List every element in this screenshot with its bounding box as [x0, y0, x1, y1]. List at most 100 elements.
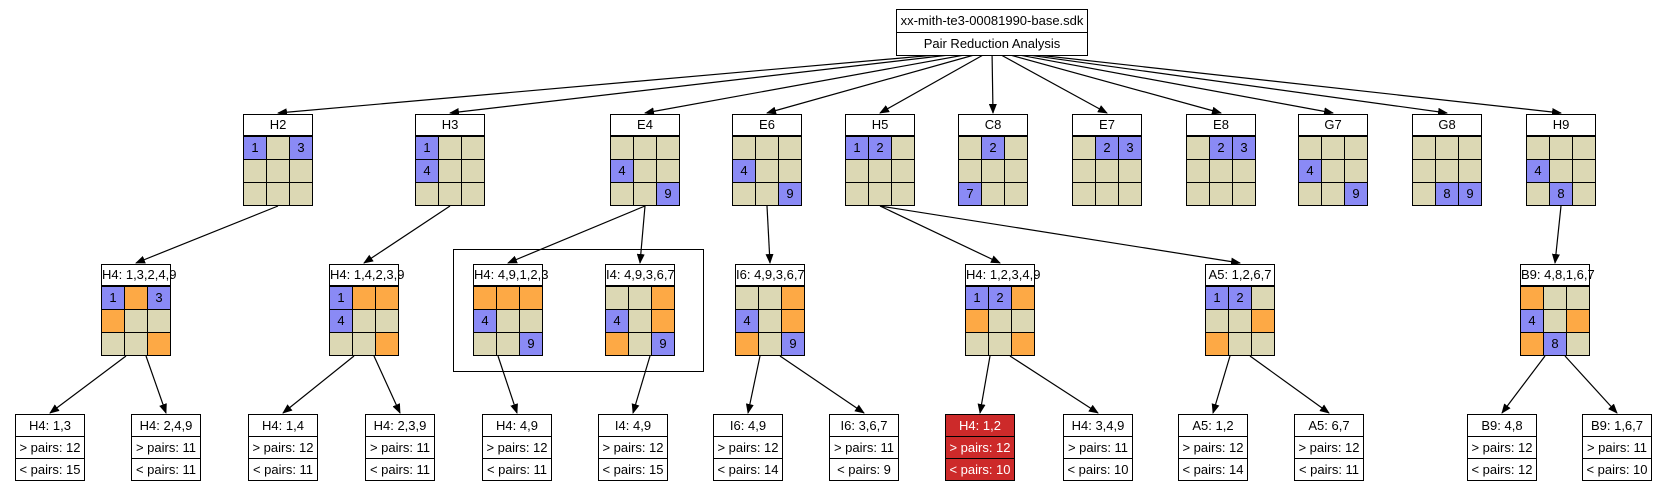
unit-e8-label: E8: [1186, 114, 1256, 136]
grid-cell: [989, 310, 1011, 332]
grid-cell: 2: [982, 137, 1004, 159]
leaf-gt: > pairs: 12: [249, 436, 317, 458]
grid-cell: [989, 333, 1011, 355]
grid-cell: [267, 183, 289, 205]
leaf-title: B9: 1,6,7: [1590, 418, 1644, 433]
leaf-node: H4: 3,4,9> pairs: 11< pairs: 10: [1063, 414, 1133, 481]
root-file-name: xx-mith-te3-00081990-base.sdk: [900, 13, 1084, 28]
unit-h9-label: H9: [1526, 114, 1596, 136]
pair-node-3-label: I4: 4,9,3,6,7: [605, 264, 675, 286]
leaf-node: H4: 1,4> pairs: 12< pairs: 11: [248, 414, 318, 481]
grid-cell: [1544, 310, 1566, 332]
grid-cell: [1521, 287, 1543, 309]
grid-cell: [1413, 183, 1435, 205]
grid-cell: [1187, 160, 1209, 182]
edge-arrow: [1249, 355, 1330, 414]
grid-cell: 1: [416, 137, 438, 159]
grid-cell: [1567, 333, 1589, 355]
leaf-gt: > pairs: 12: [1295, 436, 1363, 458]
leaf-gt: > pairs: 12: [599, 436, 667, 458]
grid-cell: [474, 287, 496, 309]
grid-cell: [756, 183, 778, 205]
grid-cell: [1096, 183, 1118, 205]
grid-cell: [474, 333, 496, 355]
grid-cell: 2: [1210, 137, 1232, 159]
edge-arrow: [991, 49, 1108, 114]
leaf-gt: > pairs: 11: [366, 436, 434, 458]
grid-cell: [1527, 137, 1549, 159]
unit-h2-label: H2: [243, 114, 313, 136]
grid-cell: [1413, 160, 1435, 182]
edge-arrow: [49, 355, 127, 414]
leaf-node: B9: 4,8> pairs: 12< pairs: 12: [1467, 414, 1537, 481]
edge-arrow: [977, 355, 991, 414]
grid-cell: [1206, 333, 1228, 355]
grid-cell: [959, 160, 981, 182]
unit-g8-label: G8: [1412, 114, 1482, 136]
grid-cell: [462, 160, 484, 182]
leaf-lt: < pairs: 10: [946, 458, 1014, 480]
grid-cell: [353, 287, 375, 309]
grid-cell: [1073, 183, 1095, 205]
grid-cell: [629, 333, 651, 355]
grid-cell: [1299, 183, 1321, 205]
leaf-title: A5: 1,2: [1192, 418, 1234, 433]
grid-cell: [1567, 310, 1589, 332]
grid-cell: [1573, 137, 1595, 159]
grid-cell: [869, 183, 891, 205]
edge-arrow: [282, 355, 355, 414]
grid-cell: [1299, 137, 1321, 159]
leaf-lt: < pairs: 11: [366, 458, 434, 480]
edge-arrow: [991, 49, 1334, 116]
edge-arrow: [507, 205, 646, 264]
grid-cell: [759, 287, 781, 309]
edge-arrow: [277, 49, 993, 117]
pair-node-0-label: H4: 1,3,2,4,9: [101, 264, 176, 286]
leaf-gt: > pairs: 12: [714, 436, 782, 458]
grid-cell: [1521, 333, 1543, 355]
grid-cell: [1252, 287, 1274, 309]
edge-arrow: [644, 49, 993, 116]
edge-arrow: [145, 355, 167, 414]
leaf-node: A5: 6,7> pairs: 12< pairs: 11: [1294, 414, 1364, 481]
grid-cell: [102, 333, 124, 355]
grid-cell: 2: [869, 137, 891, 159]
grid-cell: [497, 310, 519, 332]
grid-cell: [733, 183, 755, 205]
leaf-node: A5: 1,2> pairs: 12< pairs: 14: [1178, 414, 1248, 481]
leaf-node: I6: 4,9> pairs: 12< pairs: 14: [713, 414, 783, 481]
edge-arrow: [449, 49, 993, 116]
grid-cell: [736, 287, 758, 309]
grid-cell: 4: [1521, 310, 1543, 332]
grid-cell: [1096, 160, 1118, 182]
pair-node-1-label: H4: 1,4,2,3,9: [329, 264, 404, 286]
leaf-lt: < pairs: 10: [1583, 458, 1651, 480]
edge-arrow: [766, 49, 993, 115]
leaf-node: I6: 3,6,7> pairs: 11< pairs: 9: [829, 414, 899, 481]
unit-h3-label: H3: [415, 114, 485, 136]
leaf-title: A5: 6,7: [1308, 418, 1350, 433]
edge-arrow: [991, 49, 1448, 116]
e4-pair-cluster: [453, 249, 704, 372]
grid-cell: 2: [1096, 137, 1118, 159]
grid-cell: [1252, 310, 1274, 332]
leaf-lt: < pairs: 15: [16, 458, 84, 480]
grid-cell: 1: [244, 137, 266, 159]
grid-cell: [1119, 160, 1141, 182]
leaf-gt: > pairs: 11: [1583, 436, 1651, 458]
grid-cell: 4: [606, 310, 628, 332]
leaf-gt: > pairs: 12: [1468, 436, 1536, 458]
grid-cell: [497, 287, 519, 309]
grid-cell: [1436, 137, 1458, 159]
leaf-gt: > pairs: 12: [1179, 436, 1247, 458]
grid-cell: [439, 160, 461, 182]
grid-cell: 7: [959, 183, 981, 205]
grid-cell: 4: [416, 160, 438, 182]
grid-cell: [1459, 137, 1481, 159]
